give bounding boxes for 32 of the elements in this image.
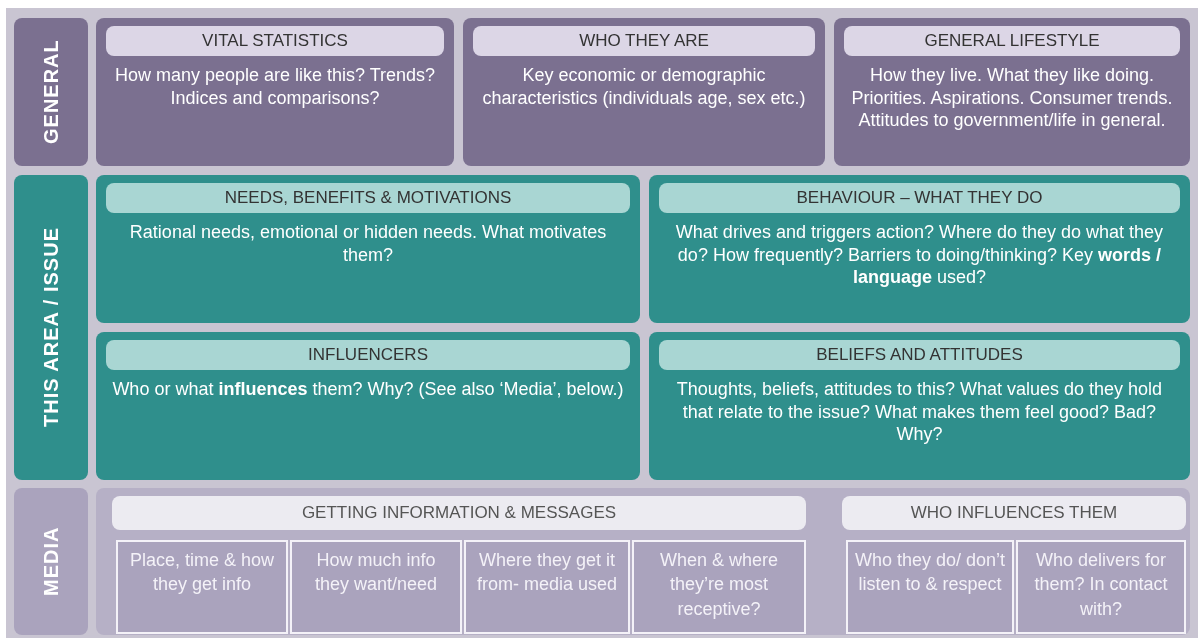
section-heading: WHO INFLUENCES THEM (842, 496, 1186, 530)
text-cell: When & where they’re most receptive? (632, 540, 806, 634)
card-heading: GENERAL LIFESTYLE (844, 26, 1180, 56)
card (834, 18, 1190, 166)
row-label: MEDIA (14, 488, 88, 635)
card-text: Key economic or demographic characteristics (individuals age, sex etc.) (481, 64, 807, 110)
card (463, 18, 825, 166)
card-heading: VITAL STATISTICS (106, 26, 444, 56)
card-text: How they live. What they like doing. Priorities. Aspirations. Consumer trends. Attitudes to government/life in general. (850, 64, 1174, 132)
text-cell: Place, time & how they get info (116, 540, 288, 634)
card-heading: INFLUENCERS (106, 340, 630, 370)
text-cell: How much info they want/need (290, 540, 462, 634)
card-text: Who or what influences them? Why? (See also ‘Media’, below.) (111, 378, 625, 401)
text-cell: Who delivers for them? In contact with? (1016, 540, 1186, 634)
card (96, 175, 640, 323)
card (96, 18, 454, 166)
section-heading: GETTING INFORMATION & MESSAGES (112, 496, 806, 530)
row-label: GENERAL (14, 18, 88, 166)
card-text: How many people are like this? Trends? Indices and comparisons? (113, 64, 437, 110)
card (649, 332, 1190, 480)
card-text: What drives and triggers action? Where do they do what they do? How frequently? Barriers to doing/thinking? Key words / language used? (674, 221, 1165, 289)
card-heading: BELIEFS AND ATTITUDES (659, 340, 1180, 370)
card (96, 332, 640, 480)
card-heading: BEHAVIOUR – WHAT THEY DO (659, 183, 1180, 213)
card-text: Rational needs, emotional or hidden needs. What motivates them? (128, 221, 608, 267)
card-text: Thoughts, beliefs, attitudes to this? What values do they hold that relate to the issue? What makes them feel good? Bad? Why? (675, 378, 1164, 446)
text-cell: Who they do/ don’t listen to & respect (846, 540, 1014, 634)
card-heading: WHO THEY ARE (473, 26, 815, 56)
card-heading: NEEDS, BENEFITS & MOTIVATIONS (106, 183, 630, 213)
card (649, 175, 1190, 323)
text-cell: Where they get it from- media used (464, 540, 630, 634)
row-label: THIS AREA / ISSUE (14, 175, 88, 480)
